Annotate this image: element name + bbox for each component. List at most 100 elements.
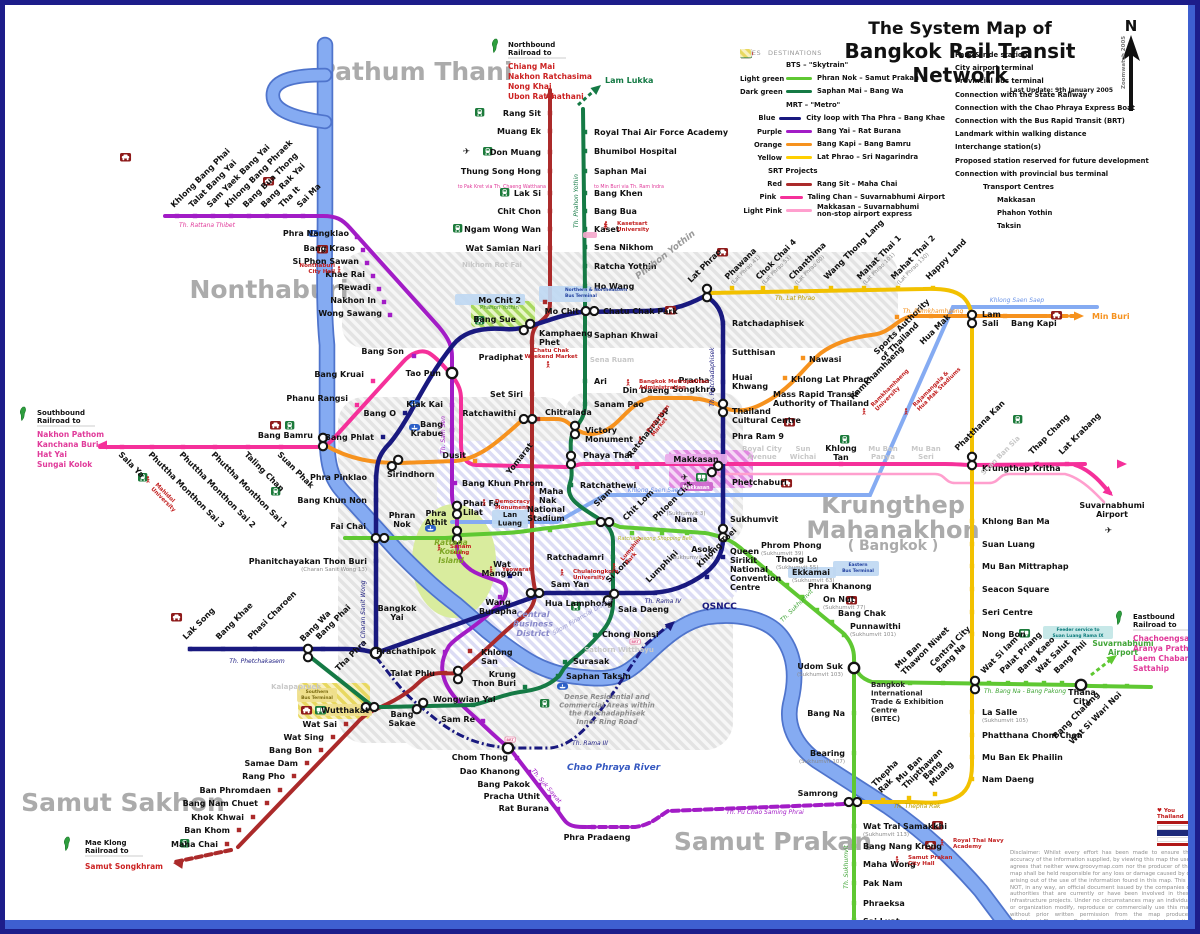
- station-marker: [278, 444, 284, 450]
- station-highlight: [539, 286, 591, 302]
- thai-icon: [64, 836, 70, 852]
- station-marker: [212, 444, 218, 450]
- thai-icon: [492, 38, 498, 54]
- station-sublabel: (Sukhumvit 77): [823, 605, 865, 611]
- rail-icon: [483, 147, 493, 156]
- station-marker: [264, 800, 270, 806]
- station-marker: [592, 632, 598, 638]
- station-label: Udom Suk: [797, 662, 843, 671]
- station-label: Kiak Kai: [406, 400, 443, 409]
- station-label: Muang Ek: [497, 127, 542, 136]
- station-marker: [851, 823, 857, 829]
- rail-icon: [271, 487, 281, 496]
- station-marker: [546, 794, 552, 800]
- transit-line-rd: [173, 848, 233, 864]
- interchange-icon: [852, 796, 863, 808]
- proposed-station-label: Sathorn Witthayu: [584, 646, 654, 654]
- station-marker: [568, 482, 574, 488]
- road-label: Th. Sam Sen: [440, 416, 447, 454]
- transit-line-pk: [1073, 463, 1112, 495]
- flag-stripe: [1157, 820, 1195, 824]
- station-label: Phra Pradaeng: [564, 833, 631, 842]
- station-marker: [442, 649, 448, 655]
- station-marker: [582, 190, 588, 196]
- station-marker: [245, 444, 251, 450]
- park-icon: [717, 248, 729, 257]
- walk-icon: [337, 266, 341, 273]
- station-marker: [720, 379, 726, 385]
- station-marker: [986, 680, 992, 686]
- station-marker: [582, 401, 588, 407]
- station-marker: [582, 332, 588, 338]
- station-label: Royal Thai Air Force Academy: [594, 128, 729, 137]
- interchange-icon: [451, 525, 463, 536]
- park-icon: [317, 245, 329, 254]
- station-label: Rang Pho: [242, 772, 285, 781]
- interchange-icon: [565, 450, 577, 461]
- station-marker: [180, 444, 186, 450]
- interchange-icon: [1074, 678, 1088, 692]
- station-marker: [376, 286, 382, 292]
- station-label: Don Muang: [490, 148, 541, 157]
- station-marker: [354, 402, 360, 408]
- station-marker: [547, 527, 553, 533]
- map-note: Phahon Yothin: [480, 305, 519, 311]
- station-label: Krungthep Kritha: [982, 464, 1061, 473]
- road-label: Th. Charan Sanit Wong: [360, 580, 367, 649]
- interchange-icon: [717, 407, 729, 418]
- legend-symbol-row: Phahon Yothin: [740, 49, 1190, 220]
- arrow-head: [590, 85, 601, 95]
- station-marker: [582, 263, 588, 269]
- station-label: Rewadi: [338, 283, 371, 292]
- station-marker: [330, 734, 336, 740]
- station-label: Khlong Lat Phrao: [791, 375, 869, 384]
- map-note: to Pak Kret via Th. Chaeng Watthana: [458, 184, 546, 190]
- station-marker: [452, 480, 458, 486]
- station-highlight: [680, 482, 713, 491]
- station-label: Khok Khwai: [191, 813, 244, 822]
- station-marker: [814, 607, 820, 613]
- station-marker: [969, 518, 975, 524]
- station-label: Ban Khom: [184, 826, 230, 835]
- station-marker: [851, 843, 857, 849]
- legend-symbol-row: Landmark within walking distance: [740, 49, 1190, 141]
- station-label: Nam Daeng: [982, 775, 1034, 784]
- interchange-icon: [501, 741, 515, 755]
- station-label: Phasi Charoen: [246, 589, 298, 641]
- walk-icon: [482, 499, 486, 506]
- station-label: Makkasan: [673, 455, 719, 464]
- map-note: Chao Phraya River: [567, 763, 661, 773]
- gateway-destination: Sungai Kolok: [37, 460, 93, 469]
- north-label: N: [1125, 17, 1138, 35]
- station-label: Sam Re: [441, 715, 475, 724]
- interchange-icon: [525, 587, 536, 599]
- station-sublabel: (Sukhumvit 101): [850, 632, 896, 638]
- station-marker: [449, 402, 455, 408]
- station-label: Phetchaburi: [732, 478, 787, 487]
- station-label: Maha Wong: [863, 860, 916, 869]
- station-label: Set Siri: [490, 390, 523, 399]
- station-marker: [793, 285, 799, 291]
- gateway-destination: Sattahip: [1133, 664, 1170, 673]
- station-marker: [535, 416, 541, 422]
- chao-phraya-river: [267, 69, 331, 128]
- station-marker: [851, 750, 857, 756]
- station-marker: [529, 391, 535, 397]
- interchange-icon: [317, 441, 329, 452]
- road-label: Th. Sukhumvit: [843, 845, 850, 889]
- rail-icon: [285, 421, 295, 430]
- station-marker: [760, 285, 766, 291]
- interchange-icon: [602, 595, 613, 606]
- station-marker: [174, 213, 180, 219]
- station-label: Thung Song Hong: [461, 167, 541, 176]
